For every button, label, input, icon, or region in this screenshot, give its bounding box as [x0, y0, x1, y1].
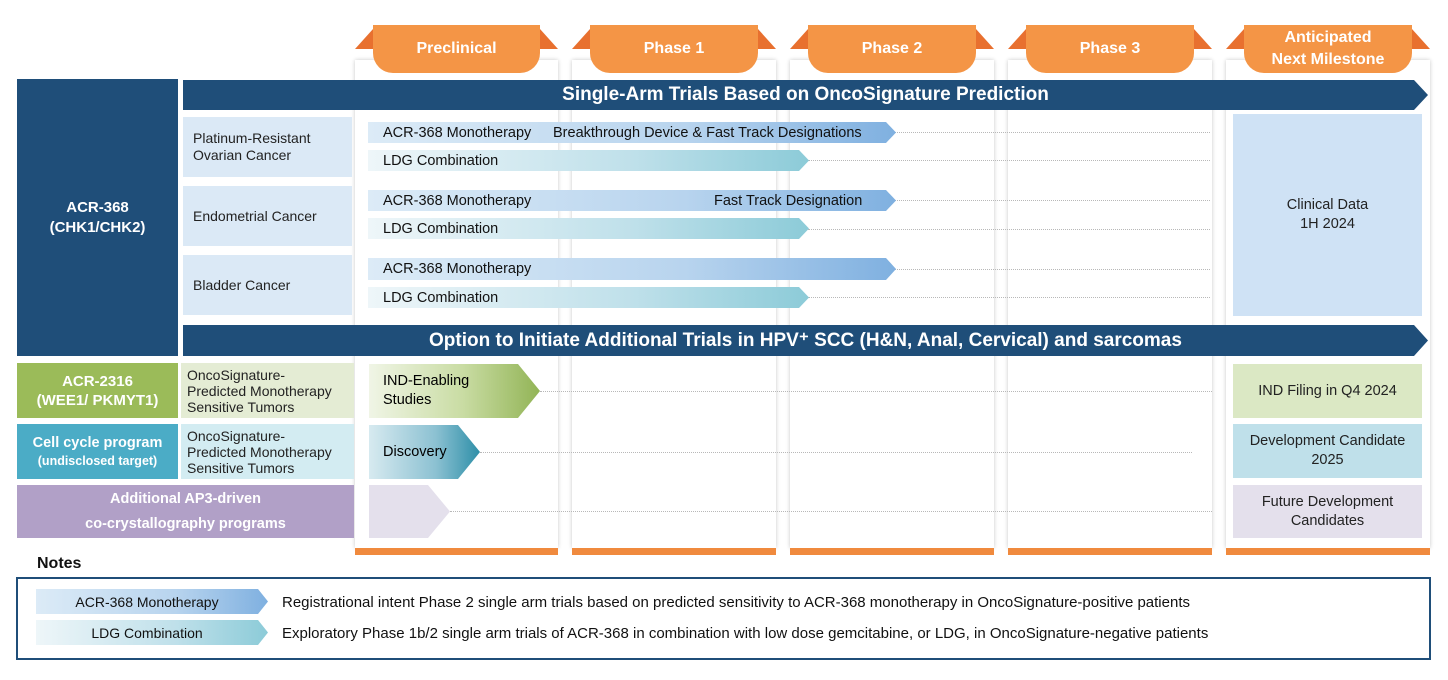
program-acr368-targets: (CHK1/CHK2) — [49, 218, 146, 236]
guide-line — [808, 297, 1210, 298]
bar-endometrial-monotherapy: ACR-368 Monotherapy Fast Track Designati… — [368, 190, 896, 211]
legend-ldg-text: Exploratory Phase 1b/2 single arm trials… — [282, 625, 1209, 642]
indication-ovarian: Platinum-Resistant Ovarian Cancer — [183, 117, 352, 177]
bar-ovarian-ldg: LDG Combination — [368, 150, 809, 171]
column-phase3-bg — [1008, 60, 1212, 548]
guide-line — [895, 132, 1210, 133]
legend-monotherapy-text: Registrational intent Phase 2 single arm… — [282, 594, 1190, 611]
column-footer-phase3 — [1008, 548, 1212, 555]
program-acr368-name: ACR-368 — [66, 198, 129, 216]
stage-cellcycle: Discovery — [369, 425, 480, 479]
column-footer-phase1 — [572, 548, 776, 555]
guide-line — [540, 391, 1212, 392]
program-acr2316: ACR-2316 (WEE1/ PKMYT1) — [17, 363, 178, 418]
designation-note: Breakthrough Device & Fast Track Designa… — [553, 124, 862, 141]
program-cellcycle: Cell cycle program (undisclosed target) — [17, 424, 178, 479]
guide-line — [480, 452, 1192, 453]
indication-cellcycle: OncoSignature- Predicted Monotherapy Sen… — [181, 424, 354, 479]
milestone-ap3: Future Development Candidates — [1233, 485, 1422, 538]
column-header-phase2: Phase 2 — [790, 25, 994, 73]
legend-ldg-swatch: LDG Combination — [36, 620, 268, 645]
stage-acr2316: IND-Enabling Studies — [369, 364, 540, 418]
milestone-cellcycle: Development Candidate 2025 — [1233, 424, 1422, 478]
milestone-acr368: Clinical Data 1H 2024 — [1233, 114, 1422, 316]
program-ap3: Additional AP3-driven co-crystallography… — [17, 485, 354, 538]
banner-additional-trials: Option to Initiate Additional Trials in … — [183, 325, 1428, 356]
bar-bladder-monotherapy: ACR-368 Monotherapy — [368, 258, 896, 280]
designation-note: Fast Track Designation — [714, 192, 863, 209]
column-header-phase3: Phase 3 — [1008, 25, 1212, 73]
guide-line — [450, 511, 1212, 512]
column-footer-milestone — [1226, 548, 1430, 555]
guide-line — [895, 269, 1210, 270]
column-footer-phase2 — [790, 548, 994, 555]
guide-line — [808, 229, 1210, 230]
milestone-acr2316: IND Filing in Q4 2024 — [1233, 364, 1422, 418]
indication-bladder: Bladder Cancer — [183, 255, 352, 315]
column-header-phase1: Phase 1 — [572, 25, 776, 73]
bar-bladder-ldg: LDG Combination — [368, 287, 809, 308]
indication-acr2316: OncoSignature- Predicted Monotherapy Sen… — [181, 363, 354, 418]
column-header-milestone: Anticipated Next Milestone — [1226, 25, 1430, 73]
column-header-preclinical: Preclinical — [355, 25, 558, 73]
notes-title: Notes — [37, 555, 82, 572]
program-acr368: ACR-368 (CHK1/CHK2) — [17, 79, 178, 356]
column-footer-preclinical — [355, 548, 558, 555]
bar-endometrial-ldg: LDG Combination — [368, 218, 809, 239]
guide-line — [808, 160, 1210, 161]
banner-single-arm-trials: Single-Arm Trials Based on OncoSignature… — [183, 80, 1428, 110]
guide-line — [895, 200, 1210, 201]
legend-monotherapy-swatch: ACR-368 Monotherapy — [36, 589, 268, 614]
notes-box — [16, 577, 1431, 660]
indication-endometrial: Endometrial Cancer — [183, 186, 352, 246]
bar-ovarian-monotherapy: ACR-368 Monotherapy Breakthrough Device … — [368, 122, 896, 143]
